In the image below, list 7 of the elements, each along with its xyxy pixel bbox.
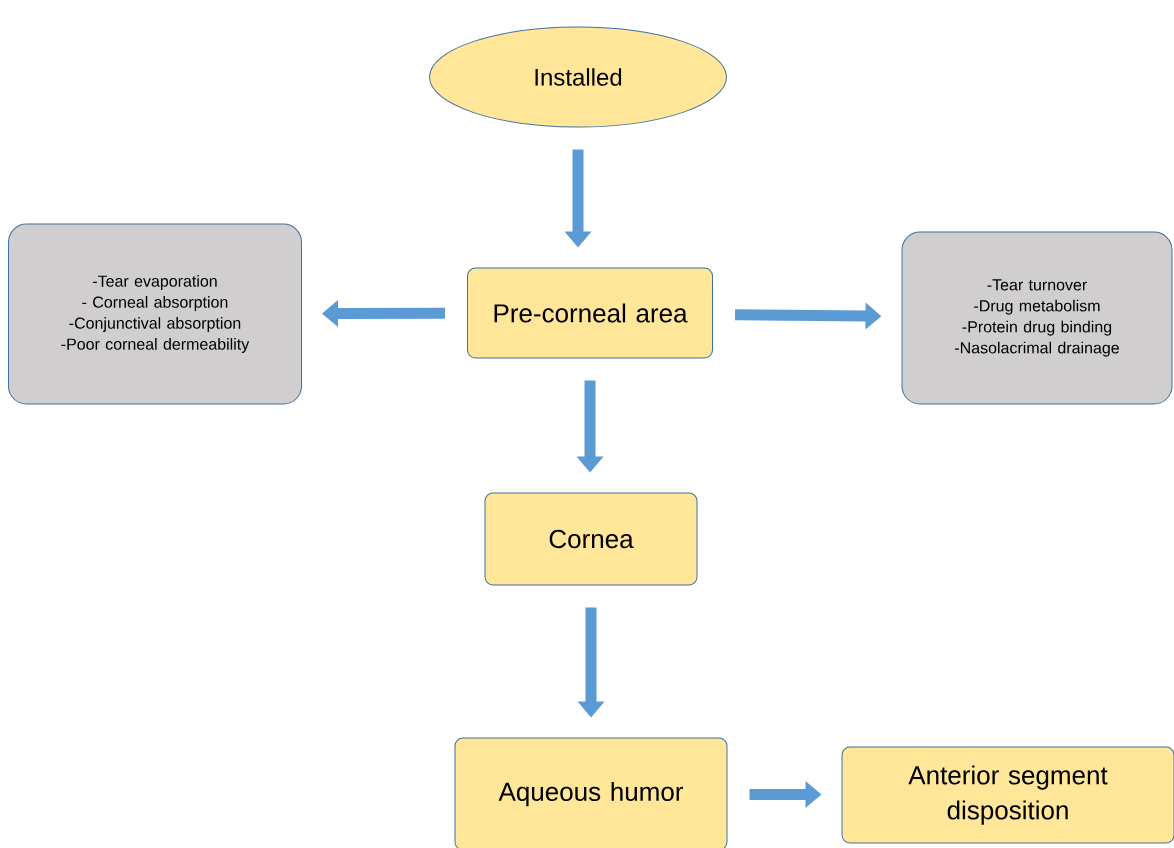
process-box: Pre-corneal area: [467, 267, 713, 359]
process-box: Anterior segment disposition: [841, 746, 1174, 844]
list-box: -Tear turnover -Drug metabolism -Protein drug binding -Nasolacrimal drainage: [901, 231, 1173, 405]
list-box: -Tear evaporation - Corneal absorption -Conjunctival absorption -Poor corneal dermeability: [8, 223, 302, 405]
ellipse-node: Installed: [429, 26, 727, 128]
process-box: Aqueous humor: [454, 737, 728, 848]
process-box: Cornea: [484, 492, 698, 586]
